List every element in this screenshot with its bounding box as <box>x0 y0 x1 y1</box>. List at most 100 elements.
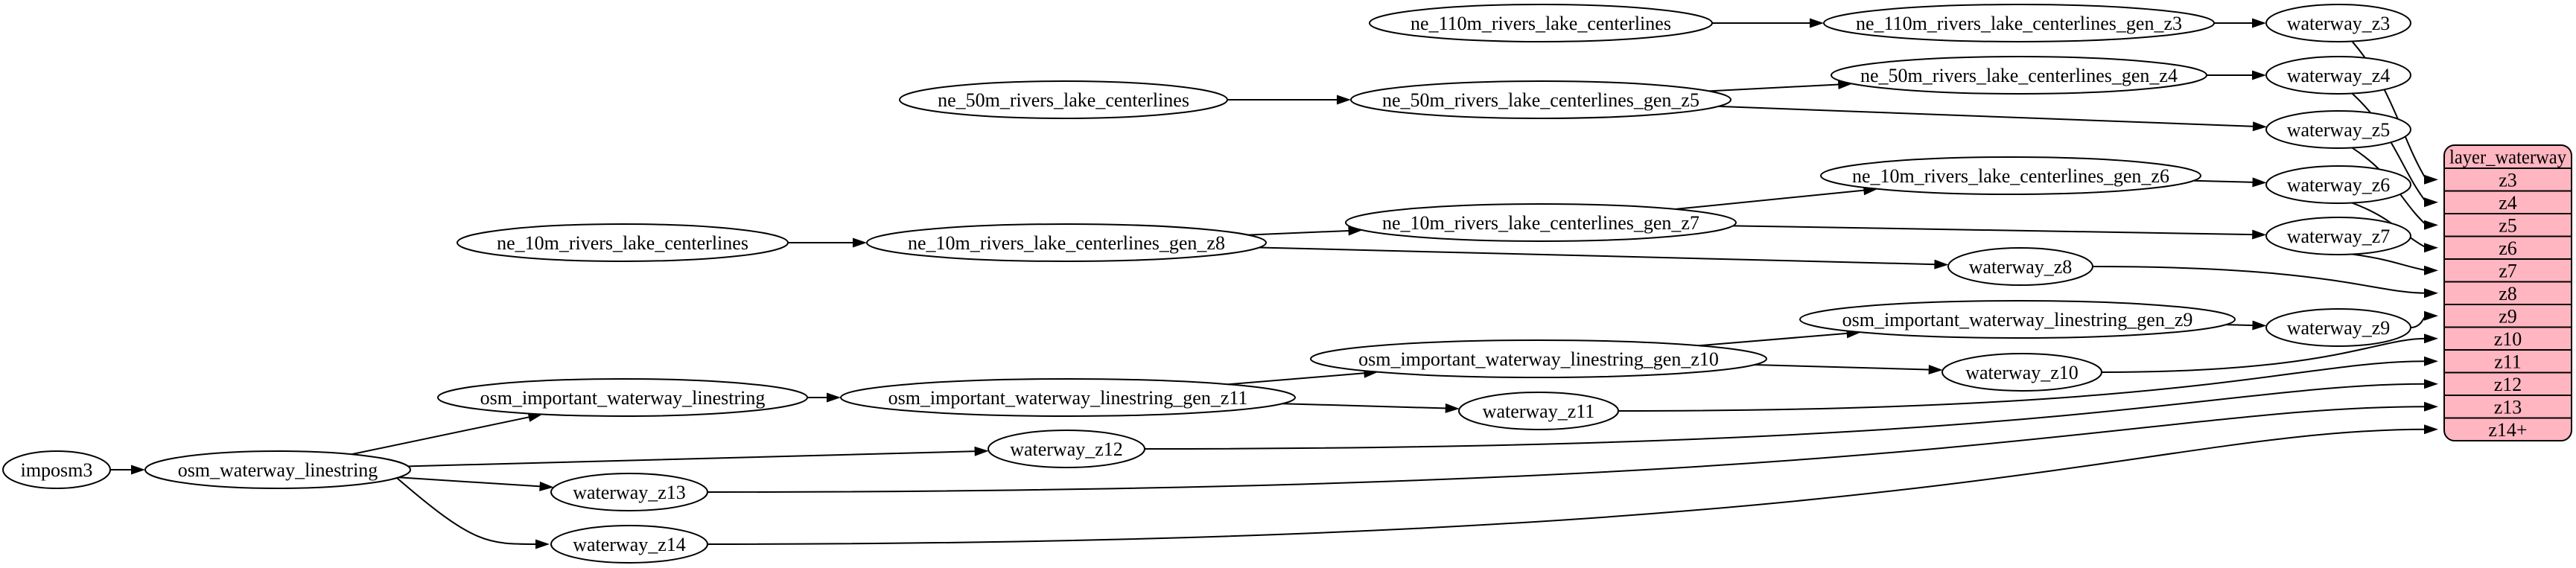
edge-waterway_z12-to-layer_waterway-z12 <box>1144 379 2438 450</box>
node-shape-ne_50m_rivers_lake_centerlines <box>899 80 1228 119</box>
arrowhead-icon <box>2424 379 2438 389</box>
record-body <box>2443 144 2572 441</box>
node-label-waterway_z7: waterway_z7 <box>2287 226 2391 247</box>
node-label-ne_50m_rivers_lake_centerlines: ne_50m_rivers_lake_centerlines <box>938 89 1189 111</box>
node-osm_important_waterway_linestring_gen_z9: osm_important_waterway_linestring_gen_z9 <box>1799 300 2236 339</box>
record-layer: layer_waterwayz3z4z5z6z7z8z9z10z11z12z13… <box>2443 144 2572 441</box>
edge-ne_10m_rivers_lake_centerlines_gen_z6-to-waterway_z6 <box>2192 177 2267 188</box>
node-waterway_z7: waterway_z7 <box>2265 217 2411 255</box>
record-node-layer_waterway: layer_waterwayz3z4z5z6z7z8z9z10z11z12z13… <box>2443 144 2572 441</box>
edge-line <box>1227 372 1367 386</box>
record-row-z3: z3 <box>2499 169 2517 191</box>
edges-layer <box>109 18 2438 549</box>
node-label-waterway_z9: waterway_z9 <box>2287 317 2391 339</box>
edge-line <box>707 428 2427 545</box>
node-shape-ne_10m_rivers_lake_centerlines <box>457 223 789 262</box>
node-label-waterway_z3: waterway_z3 <box>2287 13 2391 34</box>
node-shape-ne_50m_rivers_lake_centerlines_gen_z5 <box>1350 80 1731 119</box>
record-row-z8: z8 <box>2499 283 2517 304</box>
edge-osm_important_waterway_linestring_gen_z11-to-waterway_z11 <box>1282 403 1460 413</box>
node-shape-osm_important_waterway_linestring <box>437 378 808 417</box>
node-imposm3: imposm3 <box>2 450 111 489</box>
edge-line <box>396 477 540 546</box>
node-waterway_z6: waterway_z6 <box>2265 165 2411 204</box>
edge-osm_important_waterway_linestring-to-osm_important_waterway_linestring_gen_z11 <box>807 392 841 403</box>
edge-osm_important_waterway_linestring_gen_z10-to-osm_important_waterway_linestring_gen_z9 <box>1698 328 1861 347</box>
edge-ne_10m_rivers_lake_centerlines_gen_z7-to-waterway_z7 <box>1732 225 2267 240</box>
node-shape-ne_10m_rivers_lake_centerlines_gen_z6 <box>1820 156 2201 195</box>
edge-imposm3-to-osm_waterway_linestring <box>109 465 145 475</box>
edge-waterway_z13-to-layer_waterway-z13 <box>707 401 2438 493</box>
node-shape-waterway_z11 <box>1458 392 1619 430</box>
edge-line <box>1618 360 2427 412</box>
record-row-z4: z4 <box>2499 192 2517 214</box>
node-ne_10m_rivers_lake_centerlines: ne_10m_rivers_lake_centerlines <box>457 223 789 262</box>
node-label-waterway_z11: waterway_z11 <box>1483 401 1595 422</box>
node-shape-waterway_z8 <box>1947 247 2093 286</box>
node-osm_important_waterway_linestring_gen_z11: osm_important_waterway_linestring_gen_z1… <box>840 378 1296 417</box>
arrowhead-icon <box>2252 121 2268 132</box>
node-shape-imposm3 <box>2 450 111 489</box>
edge-osm_important_waterway_linestring_gen_z9-to-waterway_z9 <box>2224 320 2267 331</box>
node-ne_110m_rivers_lake_centerlines: ne_110m_rivers_lake_centerlines <box>1369 4 1713 42</box>
node-label-ne_50m_rivers_lake_centerlines_gen_z5: ne_50m_rivers_lake_centerlines_gen_z5 <box>1382 89 1699 111</box>
node-shape-ne_110m_rivers_lake_centerlines_gen_z3 <box>1823 4 2215 42</box>
edge-waterway_z8-to-layer_waterway-z8 <box>2092 266 2438 299</box>
edge-waterway_z4-to-layer_waterway-z4 <box>2351 92 2438 208</box>
node-shape-ne_50m_rivers_lake_centerlines_gen_z4 <box>1831 56 2207 95</box>
record-row-z5: z5 <box>2499 214 2517 236</box>
node-shape-osm_important_waterway_linestring_gen_z9 <box>1799 300 2236 339</box>
node-label-ne_10m_rivers_lake_centerlines: ne_10m_rivers_lake_centerlines <box>497 232 748 254</box>
edge-waterway_z7-to-layer_waterway-z7 <box>2351 253 2438 275</box>
edge-line <box>1698 332 1850 347</box>
edge-line <box>351 415 532 456</box>
record-row-z9: z9 <box>2499 305 2517 327</box>
node-waterway_z11: waterway_z11 <box>1458 392 1619 430</box>
arrowhead-icon <box>2424 197 2438 208</box>
edge-line <box>2410 315 2427 328</box>
node-label-osm_important_waterway_linestring_gen_z9: osm_important_waterway_linestring_gen_z9 <box>1842 309 2193 331</box>
node-label-osm_waterway_linestring: osm_waterway_linestring <box>178 459 378 481</box>
node-label-waterway_z8: waterway_z8 <box>1969 256 2073 278</box>
node-shape-osm_waterway_linestring <box>144 450 411 489</box>
arrowhead-icon <box>2252 18 2266 28</box>
edge-osm_waterway_linestring-to-waterway_z14 <box>396 477 550 549</box>
edge-line <box>2351 92 2427 203</box>
edge-osm_waterway_linestring-to-waterway_z13 <box>398 476 554 491</box>
arrowhead-icon <box>1810 18 1824 28</box>
node-label-ne_110m_rivers_lake_centerlines_gen_z3: ne_110m_rivers_lake_centerlines_gen_z3 <box>1856 13 2182 34</box>
edge-osm_waterway_linestring-to-waterway_z12 <box>407 446 989 468</box>
edge-line <box>1258 246 1938 266</box>
edge-line <box>1247 229 1352 236</box>
node-label-ne_110m_rivers_lake_centerlines: ne_110m_rivers_lake_centerlines <box>1411 13 1671 34</box>
arrowhead-icon <box>974 446 989 456</box>
edge-line <box>2192 179 2256 183</box>
arrowhead-icon <box>1445 403 1460 413</box>
node-label-osm_important_waterway_linestring: osm_important_waterway_linestring <box>480 387 766 409</box>
node-label-ne_50m_rivers_lake_centerlines_gen_z4: ne_50m_rivers_lake_centerlines_gen_z4 <box>1860 65 2178 86</box>
node-shape-waterway_z9 <box>2265 308 2411 347</box>
node-label-waterway_z14: waterway_z14 <box>573 534 686 555</box>
arrowhead-icon <box>2252 320 2267 331</box>
node-osm_important_waterway_linestring_gen_z10: osm_important_waterway_linestring_gen_z1… <box>1310 339 1767 378</box>
node-waterway_z10: waterway_z10 <box>1941 353 2102 392</box>
record-header-layer_waterway: layer_waterway <box>2449 147 2566 168</box>
edge-ne_10m_rivers_lake_centerlines_gen_z8-to-ne_10m_rivers_lake_centerlines_gen_z7 <box>1247 226 1363 236</box>
edge-ne_110m_rivers_lake_centerlines-to-ne_110m_rivers_lake_centerlines_gen_z3 <box>1711 18 1824 28</box>
arrowhead-icon <box>1337 95 1351 105</box>
node-osm_important_waterway_linestring: osm_important_waterway_linestring <box>437 378 808 417</box>
node-waterway_z12: waterway_z12 <box>988 430 1145 468</box>
edge-line <box>1753 364 1932 371</box>
record-row-z6: z6 <box>2499 237 2517 259</box>
edge-line <box>1675 189 1867 210</box>
node-label-waterway_z6: waterway_z6 <box>2287 174 2391 196</box>
edge-ne_50m_rivers_lake_centerlines_gen_z5-to-waterway_z5 <box>1717 105 2268 132</box>
node-waterway_z9: waterway_z9 <box>2265 308 2411 347</box>
edge-waterway_z10-to-layer_waterway-z10 <box>2101 334 2438 373</box>
nodes-layer: imposm3 osm_waterway_linestring osm_import… <box>2 4 2411 564</box>
node-ne_50m_rivers_lake_centerlines_gen_z5: ne_50m_rivers_lake_centerlines_gen_z5 <box>1350 80 1731 119</box>
edge-line <box>1282 403 1448 409</box>
node-waterway_z13: waterway_z13 <box>550 473 708 511</box>
node-shape-osm_important_waterway_linestring_gen_z11 <box>840 378 1296 417</box>
